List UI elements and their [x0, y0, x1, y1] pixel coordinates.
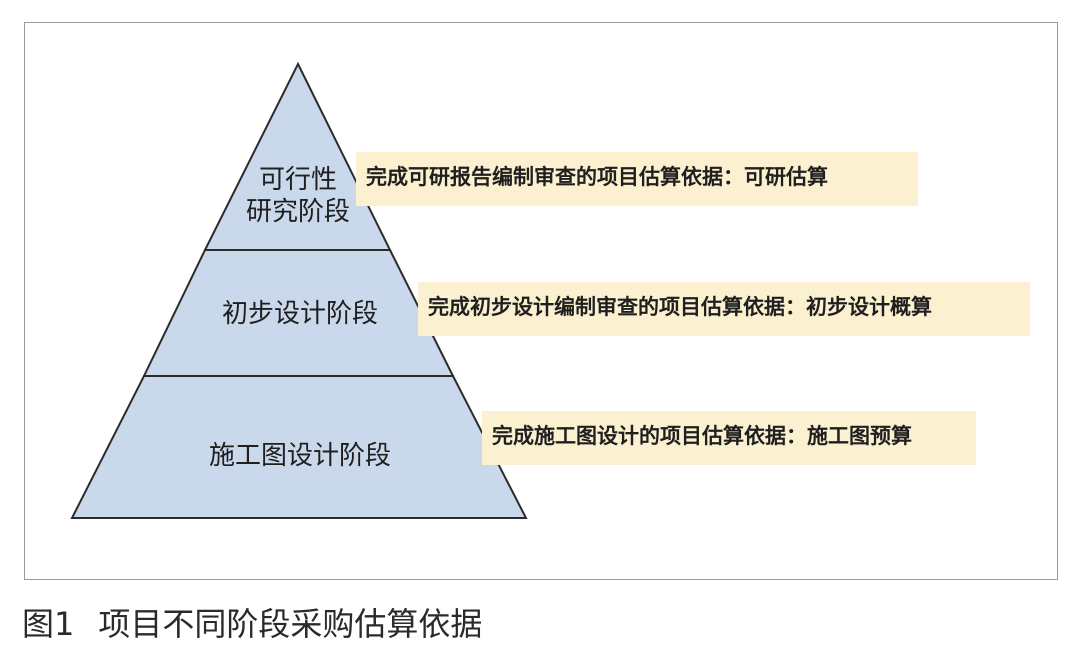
figure-caption-text: 项目不同阶段采购估算依据: [98, 605, 483, 643]
note-preliminary-design-estimate: 完成初步设计编制审查的项目估算依据：初步设计概算: [418, 282, 1030, 336]
pyramid-tier-bottom: [70, 375, 528, 519]
figure-caption: 图1 项目不同阶段采购估算依据: [22, 604, 482, 644]
figure-number: 图1: [22, 605, 75, 643]
stage-label-construction-drawing: 施工图设计阶段: [208, 441, 391, 471]
note-feasibility-estimate: 完成可研报告编制审查的项目估算依据：可研估算: [356, 152, 918, 206]
stage-label-feasibility-line1: 可行性: [258, 165, 337, 195]
stage-label-feasibility: 可行性 研究阶段: [236, 164, 360, 228]
note-construction-drawing-estimate: 完成施工图设计的项目估算依据：施工图预算: [482, 411, 976, 465]
stage-label-feasibility-line2: 研究阶段: [245, 197, 350, 227]
stage-label-preliminary-design: 初步设计阶段: [221, 299, 378, 329]
